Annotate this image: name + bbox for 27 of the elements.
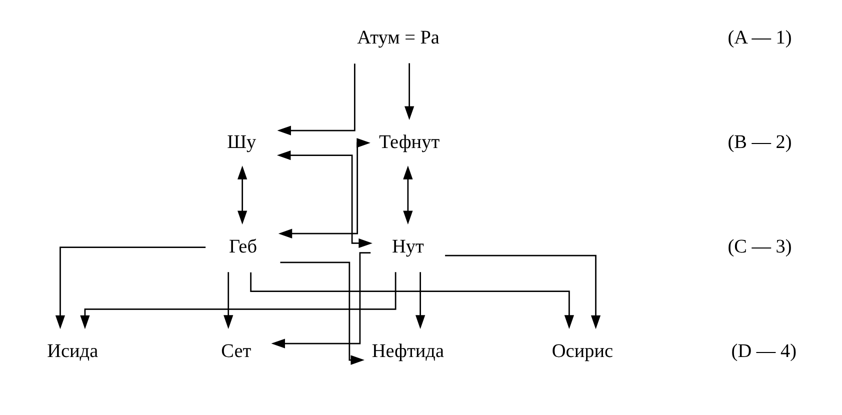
arrow	[416, 272, 426, 329]
arrow	[80, 272, 396, 330]
label: (C — 3)	[728, 236, 792, 258]
node-text: Геб	[229, 236, 258, 258]
node-text: Исида	[47, 340, 98, 362]
arrow	[277, 64, 356, 136]
label: (B — 2)	[728, 132, 792, 153]
arrow	[238, 166, 248, 224]
arrow	[276, 150, 372, 248]
node-text: Шу	[227, 132, 256, 153]
node-text: Осирис	[552, 340, 614, 362]
arrow	[55, 246, 206, 330]
node-text: Сет	[221, 340, 252, 362]
arrow	[403, 166, 413, 224]
arrow	[404, 63, 414, 120]
node-text: Нут	[392, 236, 424, 258]
arrow	[250, 272, 574, 329]
arrow	[280, 262, 364, 365]
arrow	[224, 272, 234, 329]
node-text: Нефтида	[372, 340, 444, 362]
arrow	[278, 138, 370, 238]
arrow	[271, 252, 371, 348]
node-text: Атум = Ра	[357, 28, 440, 49]
node-text: Тефнут	[379, 132, 440, 153]
label: (A — 1)	[728, 28, 792, 49]
arrow	[445, 254, 601, 330]
label: (D — 4)	[731, 340, 796, 362]
